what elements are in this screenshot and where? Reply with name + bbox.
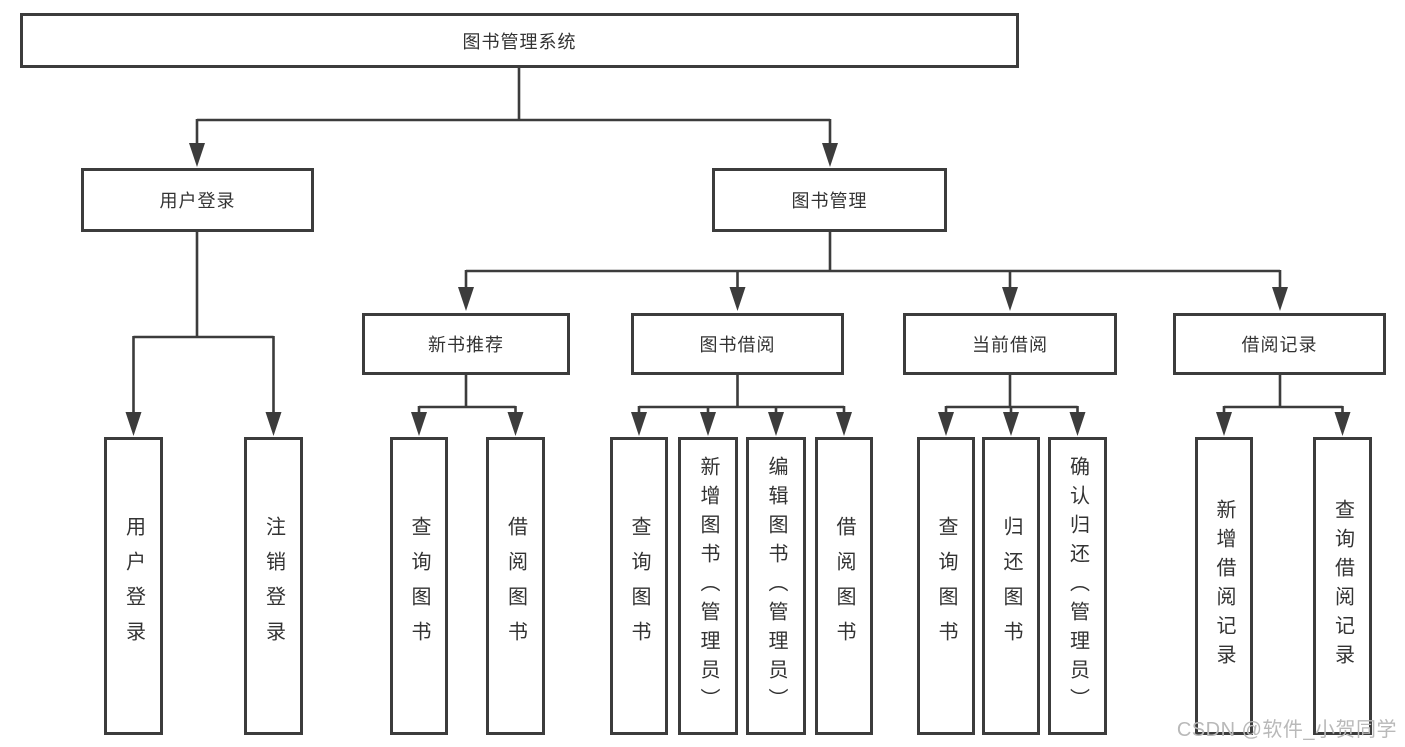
- node-new-book-recommend: 新书推荐: [362, 313, 570, 375]
- connector-root-to-level2: [195, 68, 832, 144]
- node-label: 新书推荐: [428, 335, 504, 355]
- node-label: 借阅图书: [504, 516, 527, 656]
- node-label: 查询图书: [935, 516, 957, 656]
- leaf-borrow-query-books: 查询图书: [610, 437, 668, 735]
- node-label: 用户登录: [159, 191, 236, 211]
- leaf-current-confirm-return-admin: 确认归还（管理员）: [1048, 437, 1107, 735]
- node-label: 确认归还（管理员）: [1066, 455, 1089, 717]
- leaf-current-return-books: 归还图书: [982, 437, 1040, 735]
- node-label: 当前借阅: [972, 335, 1048, 355]
- node-label: 查询借阅记录: [1331, 499, 1354, 673]
- connector-records-to-leaves: [1222, 375, 1344, 413]
- node-label: 新增图书（管理员）: [697, 455, 719, 717]
- node-label: 查询图书: [408, 516, 430, 656]
- node-current-borrowing: 当前借阅: [903, 313, 1117, 375]
- node-user-login-branch: 用户登录: [81, 168, 314, 232]
- leaf-borrow-add-books-admin: 新增图书（管理员）: [678, 437, 738, 735]
- node-label: 借阅图书: [833, 516, 855, 656]
- node-root-library-system: 图书管理系统: [20, 13, 1019, 68]
- leaf-borrow-borrow-books: 借阅图书: [815, 437, 873, 735]
- leaf-newbook-borrow-books: 借阅图书: [486, 437, 545, 735]
- connector-current-to-leaves: [944, 375, 1079, 413]
- leaf-newbook-query-books: 查询图书: [390, 437, 448, 735]
- node-label: 查询图书: [628, 516, 650, 656]
- csdn-watermark: CSDN @软件_小贺同学: [1176, 719, 1397, 741]
- node-label: 图书管理: [791, 191, 868, 211]
- connector-userlogin-to-leaves: [132, 232, 275, 413]
- node-borrowing-records: 借阅记录: [1173, 313, 1386, 375]
- node-book-borrowing: 图书借阅: [631, 313, 844, 375]
- node-label: 注销登录: [262, 516, 285, 656]
- leaf-records-add-record: 新增借阅记录: [1195, 437, 1253, 735]
- connector-borrow-to-leaves: [637, 375, 846, 413]
- node-label: 借阅记录: [1241, 335, 1318, 355]
- leaf-current-query-books: 查询图书: [917, 437, 975, 735]
- node-label: 新增借阅记录: [1213, 499, 1235, 673]
- node-label: 编辑图书（管理员）: [765, 455, 787, 717]
- node-book-management: 图书管理: [712, 168, 947, 232]
- leaf-user-login: 用户登录: [104, 437, 163, 735]
- leaf-logout: 注销登录: [244, 437, 303, 735]
- node-label: 归还图书: [1000, 516, 1022, 656]
- connector-bookmgmt-to-level3: [464, 232, 1282, 288]
- leaf-records-query-record: 查询借阅记录: [1313, 437, 1372, 735]
- connector-newbook-to-leaves: [417, 375, 517, 413]
- node-label: 图书管理系统: [462, 31, 577, 52]
- leaf-borrow-edit-books-admin: 编辑图书（管理员）: [746, 437, 806, 735]
- node-label: 用户登录: [122, 516, 145, 656]
- node-label: 图书借阅: [699, 335, 776, 355]
- arrowheads: [125, 143, 1351, 436]
